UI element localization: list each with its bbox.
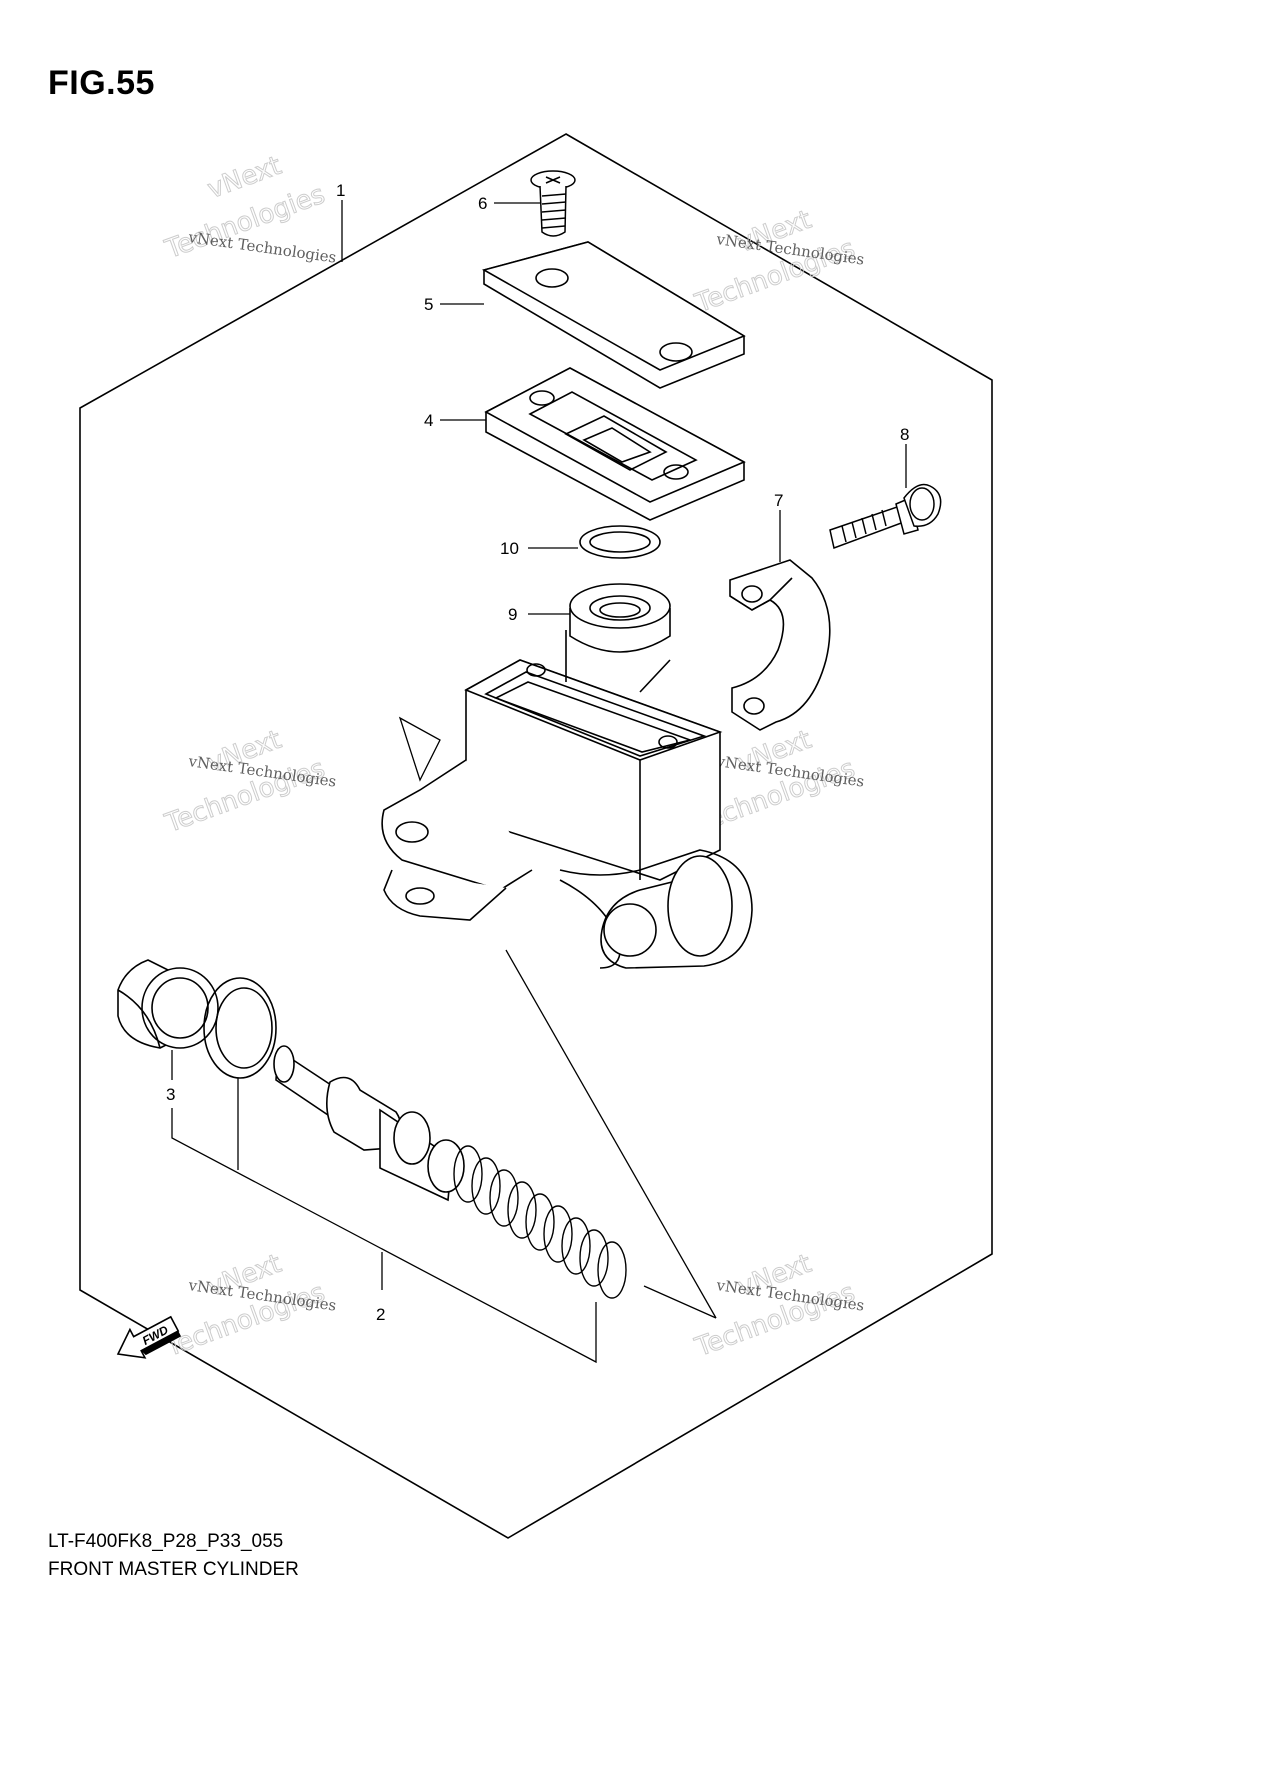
screw-part-6 — [530, 170, 576, 237]
fwd-arrow-icon: FWD — [116, 1315, 182, 1359]
callout-5: 5 — [424, 295, 433, 314]
guide-line — [643, 1285, 717, 1319]
diaphragm-part-4 — [484, 367, 746, 521]
reservoir-cap-part-5 — [481, 241, 746, 389]
callout-1: 1 — [336, 181, 345, 200]
spring — [453, 1145, 627, 1299]
callout-6: 6 — [478, 194, 487, 213]
watermark-text: vNext Technologies — [186, 228, 337, 267]
callout-3: 3 — [166, 1085, 175, 1104]
callout-10: 10 — [500, 539, 519, 558]
master-cylinder-body — [381, 630, 753, 969]
piston — [273, 1045, 465, 1202]
boot-part-9 — [569, 583, 671, 653]
cylinder-inlet — [398, 716, 441, 782]
clamp-part-7 — [729, 559, 831, 731]
figure-code: LT-F400FK8_P28_P33_055 — [48, 1531, 284, 1552]
callout-9: 9 — [508, 605, 517, 624]
bracket-2 — [171, 1108, 597, 1364]
callout-8: 8 — [900, 425, 909, 444]
cup-part-3 — [117, 959, 219, 1049]
figure-title: FIG.55 — [48, 64, 155, 102]
o-ring-part-10 — [579, 525, 661, 559]
figure-name: FRONT MASTER CYLINDER — [48, 1559, 299, 1580]
callout-7: 7 — [774, 491, 783, 510]
callout-2: 2 — [376, 1305, 385, 1324]
assembly-boundary — [79, 133, 993, 1539]
callout-4: 4 — [424, 411, 433, 430]
bolt-part-8 — [829, 483, 942, 550]
guide-line — [505, 949, 717, 1319]
snap-ring — [203, 977, 277, 1079]
